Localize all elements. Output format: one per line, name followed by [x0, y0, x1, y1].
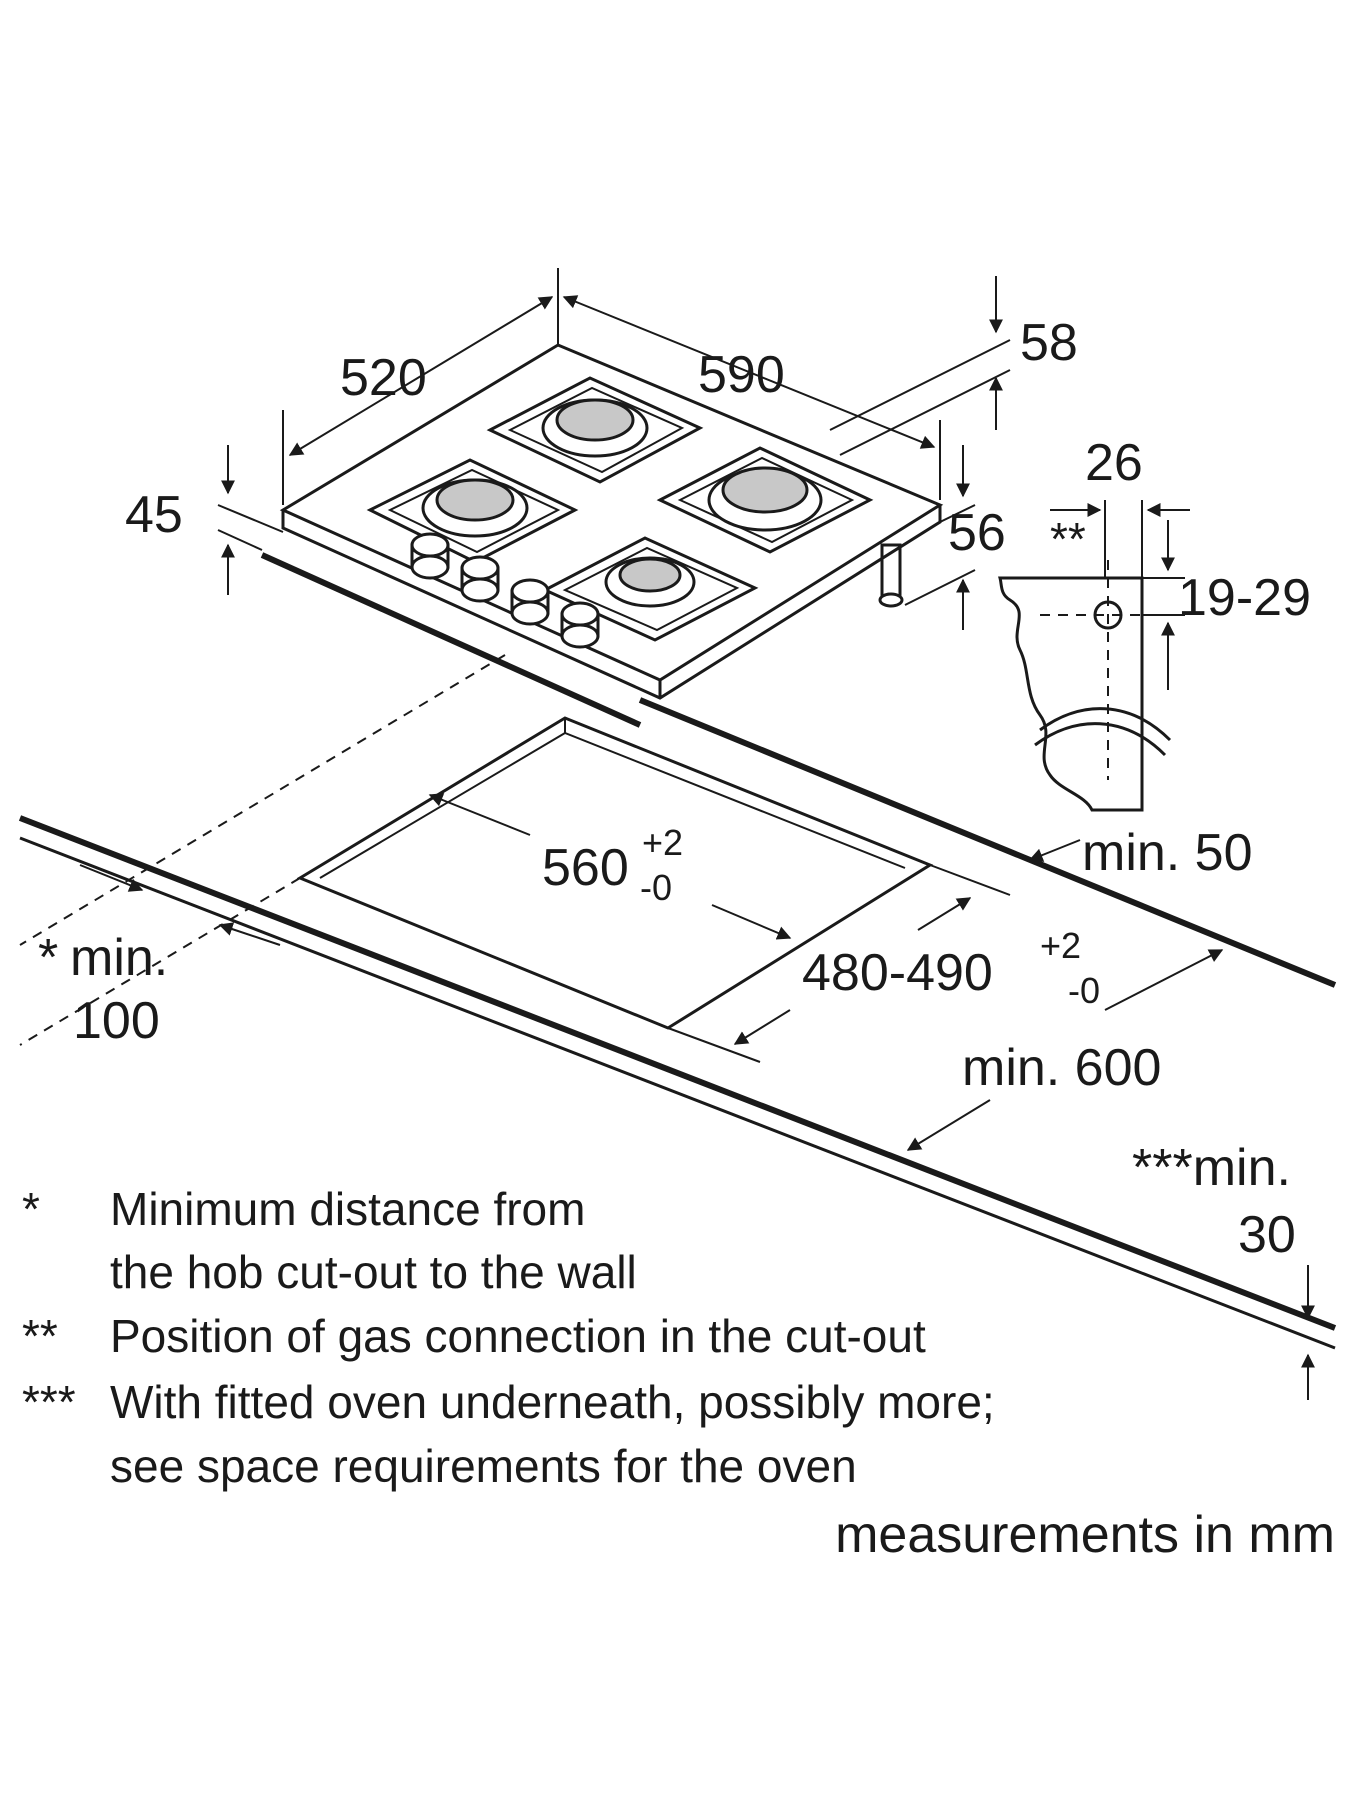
label-wall-min: min.	[70, 929, 168, 987]
label-gas-marker: **	[1050, 513, 1086, 565]
burner-left	[421, 478, 529, 538]
hob-base-line	[260, 552, 642, 728]
label-wall-value: 100	[73, 992, 160, 1050]
hob-dimension-lines	[217, 268, 1011, 630]
burner-right	[707, 466, 823, 532]
gas-connection-profile	[998, 500, 1190, 812]
label-gas-height: 19-29	[1178, 569, 1311, 627]
burner-front	[604, 556, 696, 608]
note-1-marker: *	[22, 1183, 40, 1235]
dim-line-520	[288, 296, 554, 456]
worktop-front-edge	[18, 815, 1337, 1331]
note-1-line-1: Minimum distance from	[110, 1183, 585, 1235]
note-2-marker: **	[22, 1310, 58, 1362]
label-total-height: 58	[1020, 314, 1078, 372]
dim-line-590	[562, 295, 936, 449]
label-hob-height: 45	[125, 486, 183, 544]
label-cutout-depth-tol-minus: -0	[1068, 970, 1100, 1011]
note-3-line-1: With fitted oven underneath, possibly mo…	[110, 1376, 995, 1428]
knob-3	[510, 578, 550, 626]
knob-2	[460, 555, 500, 603]
gas-connector-pipe	[878, 543, 904, 608]
pan-support-front	[541, 536, 759, 642]
units-caption: measurements in mm	[835, 1506, 1335, 1564]
worktop	[18, 654, 1337, 1400]
knob-4	[560, 601, 600, 649]
label-worktop-depth: min. 600	[962, 1039, 1161, 1097]
label-cutout-depth-tol-plus: +2	[1040, 925, 1081, 966]
hob-plate-edge	[281, 505, 942, 700]
note-2-line-1: Position of gas connection in the cut-ou…	[110, 1310, 926, 1362]
note-1-line-2: the hob cut-out to the wall	[110, 1246, 637, 1298]
label-cutout-depth: 480-490	[802, 944, 993, 1002]
burner-rear	[541, 398, 649, 458]
label-worktop-thickness: ***min.	[1132, 1139, 1291, 1197]
label-cutout-width: 560	[542, 839, 629, 897]
label-hob-width: 590	[698, 346, 785, 404]
knob-1	[410, 532, 450, 580]
note-3-line-2: see space requirements for the oven	[110, 1440, 857, 1492]
label-worktop-thickness-value: 30	[1238, 1206, 1296, 1264]
label-wall-marker: *	[38, 929, 58, 987]
dimension-labels: 520 590 58 45 56 26 ** 19-29 560 +2 -0 4…	[38, 314, 1311, 1264]
profile-outline	[998, 576, 1144, 812]
label-gas-offset: 26	[1085, 434, 1143, 492]
footnotes: * Minimum distance from the hob cut-out …	[22, 1183, 1335, 1564]
label-cutout-width-tol-plus: +2	[642, 822, 683, 863]
worktop-back-edge	[638, 697, 1337, 988]
label-hob-depth: 520	[340, 349, 427, 407]
label-body-height: 56	[948, 504, 1006, 562]
control-knobs	[410, 532, 600, 649]
label-cutout-width-tol-minus: -0	[640, 867, 672, 908]
note-3-marker: ***	[22, 1376, 76, 1428]
label-back-clearance: min. 50	[1082, 824, 1253, 882]
